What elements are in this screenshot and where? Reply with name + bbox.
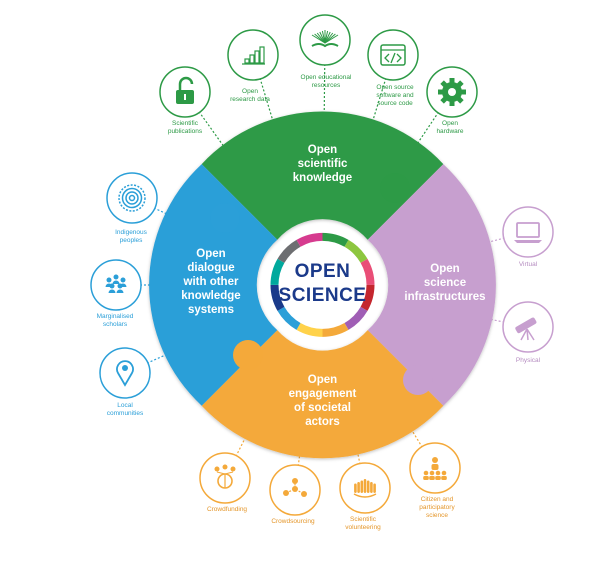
unlock-icon [176,76,194,104]
code-window-icon [380,44,406,66]
raised-hands-icon [353,479,377,498]
center-ring-segment [277,239,301,263]
center-colour-ring [270,232,375,337]
item-citizen-science [409,442,461,494]
center-ring-segment [344,306,368,330]
label-open-hardware: Open hardware [436,120,464,135]
label-open-educational-resources: Open educational resources [300,74,352,89]
item-open-research-data [227,29,279,81]
people-group-icon [105,274,127,293]
center-ring-segment [360,284,375,311]
label-open-source-software: Open source software and source code [376,84,414,107]
center-ring-segment [344,239,368,263]
center-ring-segment [322,232,349,247]
label-local-communities: Local communities [106,402,144,417]
presenter-audience-icon [423,457,447,480]
center-disc [280,242,365,327]
label-open-research-data: Open research data [230,88,270,103]
center-ring-segment [296,232,323,247]
quadrant-title-dialogue: Open dialogue with other knowledge syste… [181,248,241,316]
item-scientific-publications [159,66,211,118]
quadrant-open-science-infrastructures [367,164,496,406]
center-ring-segment [296,323,323,337]
puzzle-knob-green [380,173,410,203]
label-citizen-science: Citizen and participatory science [419,496,455,519]
pattern-circle-icon [118,184,146,212]
item-virtual [502,206,554,258]
network-nodes-icon [283,478,307,497]
open-book-icon [311,30,339,48]
quadrant-title-engagement: Open engagement of societal actors [288,374,357,428]
center-title-line2: SCIENCE [278,285,367,306]
center-ring-segment [270,284,285,311]
quadrant-title-knowledge: Open scientific knowledge [292,144,353,184]
label-indigenous-peoples: Indigenous peoples [115,229,147,244]
label-crowdfunding: Crowdfunding [206,506,248,513]
quadrant-open-scientific-knowledge [201,111,444,240]
item-physical [502,301,554,353]
label-crowdsourcing: Crowdsourcing [271,518,315,525]
item-marginalised-scholars [90,259,142,311]
laptop-icon [514,222,542,243]
item-open-source-software [367,29,419,81]
telescope-icon [515,317,537,341]
quadrant-open-engagement-of-societal-actors [201,330,444,459]
item-circle [367,29,419,81]
item-open-educational-resources [299,14,351,66]
label-marginalised-scholars: Marginalised scholars [96,313,134,328]
gear-icon [438,78,466,106]
item-scientific-volunteering [339,462,391,514]
puzzle-knob-blue [210,203,240,233]
item-circle [502,206,554,258]
quadrant-title-infrastructures: Open science infrastructures [404,263,486,303]
item-local-communities [99,347,151,399]
item-crowdfunding [199,452,251,504]
location-pin-icon [116,360,134,387]
center-ring-segment [360,258,375,285]
label-scientific-publications: Scientific publications [167,120,203,135]
center-ring-segment [277,306,301,330]
label-virtual: Virtual [518,261,538,268]
puzzle-knob-orange [233,340,263,370]
item-indigenous-peoples [106,172,158,224]
center-ring-segment [322,323,349,337]
puzzle-knob-purple [403,365,433,395]
item-crowdsourcing [269,464,321,516]
item-open-hardware [426,66,478,118]
center-title-line1: OPEN [294,261,351,282]
item-circle [106,172,158,224]
bar-chart-icon [242,46,265,65]
item-circle [90,259,142,311]
center-ring-segment [270,258,285,285]
money-network-icon [214,464,236,489]
label-physical: Physical [515,357,541,364]
item-circle [99,347,151,399]
label-scientific-volunteering: Scientific volunteering [345,516,381,531]
